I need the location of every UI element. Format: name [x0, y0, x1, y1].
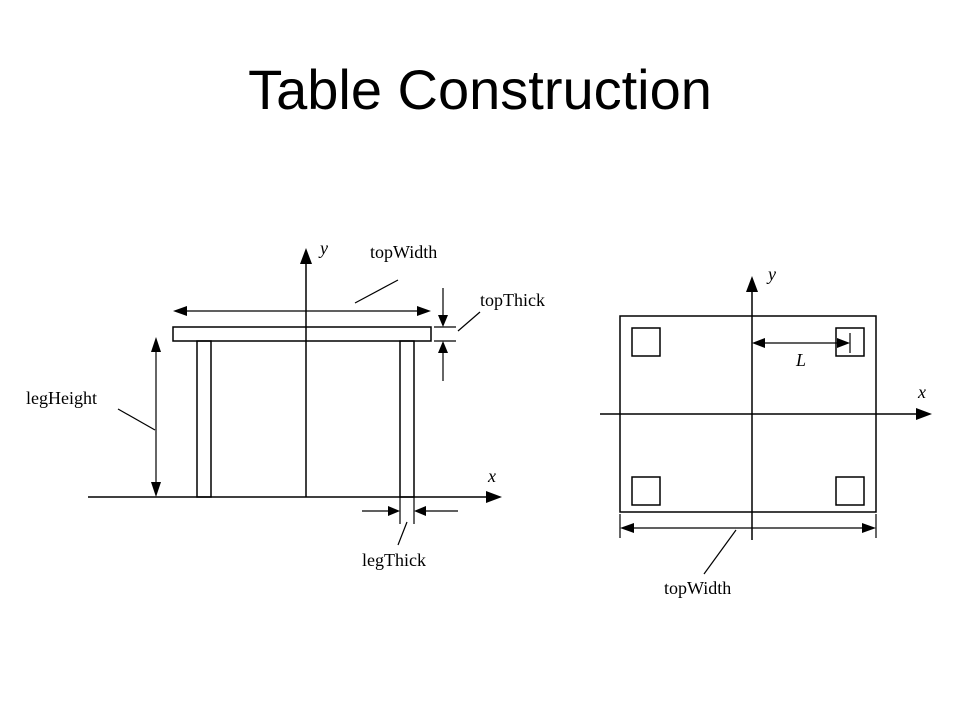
top-x-axis-label: x: [917, 382, 926, 402]
side-x-axis-label: x: [487, 466, 496, 486]
leg-square-bottom-left: [631, 476, 661, 506]
table-leg-left: [196, 340, 212, 498]
top-view-width-leader: [703, 529, 737, 575]
slide-title: Table Construction: [248, 58, 712, 121]
leg-offset-arrowhead-left: [752, 338, 765, 348]
top-view-width-label: topWidth: [664, 578, 731, 598]
top-view-width-arrowhead-right: [862, 523, 876, 533]
leg-thick-arrowhead-right: [414, 506, 426, 516]
top-y-axis-label: y: [766, 264, 776, 284]
leg-offset-label: L: [795, 350, 806, 370]
side-view: x y topWidth topThick legHeight: [26, 238, 545, 570]
table-leg-right: [399, 340, 415, 498]
top-thick-arrowhead-lower: [438, 341, 448, 353]
side-y-axis-arrowhead: [300, 248, 312, 264]
top-x-axis-arrowhead: [916, 408, 932, 420]
top-view: x y L topWidth: [600, 264, 932, 598]
leg-thick-label: legThick: [362, 550, 426, 570]
leg-height-label: legHeight: [26, 388, 97, 408]
leg-square-top-right: [835, 327, 865, 357]
leg-thick-arrowhead-left: [388, 506, 400, 516]
table-top: [172, 326, 432, 342]
leg-height-leader: [117, 408, 156, 431]
leg-square-top-left: [631, 327, 661, 357]
leg-thick-leader: [397, 521, 408, 546]
top-width-leader: [354, 279, 399, 304]
top-width-label: topWidth: [370, 242, 437, 262]
leg-square-bottom-right: [835, 476, 865, 506]
top-width-arrowhead-left: [173, 306, 187, 316]
top-thick-arrowhead-upper: [438, 315, 448, 327]
leg-height-arrowhead-top: [151, 337, 161, 352]
top-thick-label: topThick: [480, 290, 545, 310]
top-y-axis-arrowhead: [746, 276, 758, 292]
leg-offset-arrowhead-right: [837, 338, 850, 348]
leg-height-arrowhead-bottom: [151, 482, 161, 497]
side-x-axis-arrowhead: [486, 491, 502, 503]
top-width-arrowhead-right: [417, 306, 431, 316]
top-view-width-arrowhead-left: [620, 523, 634, 533]
top-thick-leader: [457, 311, 481, 332]
side-y-axis-label: y: [318, 238, 328, 258]
